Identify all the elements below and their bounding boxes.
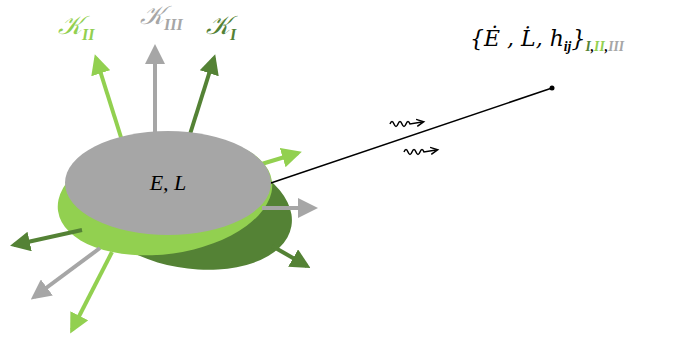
light-green-body <box>50 124 280 269</box>
kick-symbol: 𝒦 <box>58 10 82 40</box>
label-group: 𝒦I <box>206 10 236 41</box>
ellipse-shape <box>65 131 271 235</box>
kick-arrow <box>153 48 157 145</box>
observer-line <box>262 88 552 186</box>
observer-point <box>550 86 555 91</box>
flux-subscript: I <box>585 39 590 54</box>
flux-label: {Ė , L̇, h <box>470 26 564 51</box>
small-arrow <box>14 230 82 245</box>
kick-subscript: II <box>82 26 95 43</box>
kick-subscript: III <box>164 16 183 33</box>
body-label: E, L <box>150 170 187 196</box>
label-group: 𝒦III <box>140 0 183 31</box>
label-group: {Ė , L̇, hij}I,II,III <box>470 26 624 52</box>
flux-subscript: ij <box>564 39 572 54</box>
wave-symbol <box>404 150 436 155</box>
flux-subscript: II <box>594 39 605 54</box>
flux-subscript: , <box>591 39 594 54</box>
small-arrow <box>262 206 314 210</box>
small-arrow <box>272 246 307 266</box>
body-ellipse: E, L <box>65 131 271 235</box>
kick-subscript: I <box>230 26 236 43</box>
label-group: 𝒦II <box>58 10 95 41</box>
small-arrow <box>34 248 100 297</box>
kick-symbol: 𝒦 <box>206 10 230 40</box>
flux-label: } <box>571 26 585 51</box>
kick-arrow <box>96 58 125 150</box>
kick-symbol: 𝒦 <box>140 0 164 30</box>
flux-subscript: III <box>608 39 624 54</box>
wave-symbol <box>390 122 422 127</box>
flux-subscript: , <box>605 39 608 54</box>
small-arrow <box>72 252 112 330</box>
